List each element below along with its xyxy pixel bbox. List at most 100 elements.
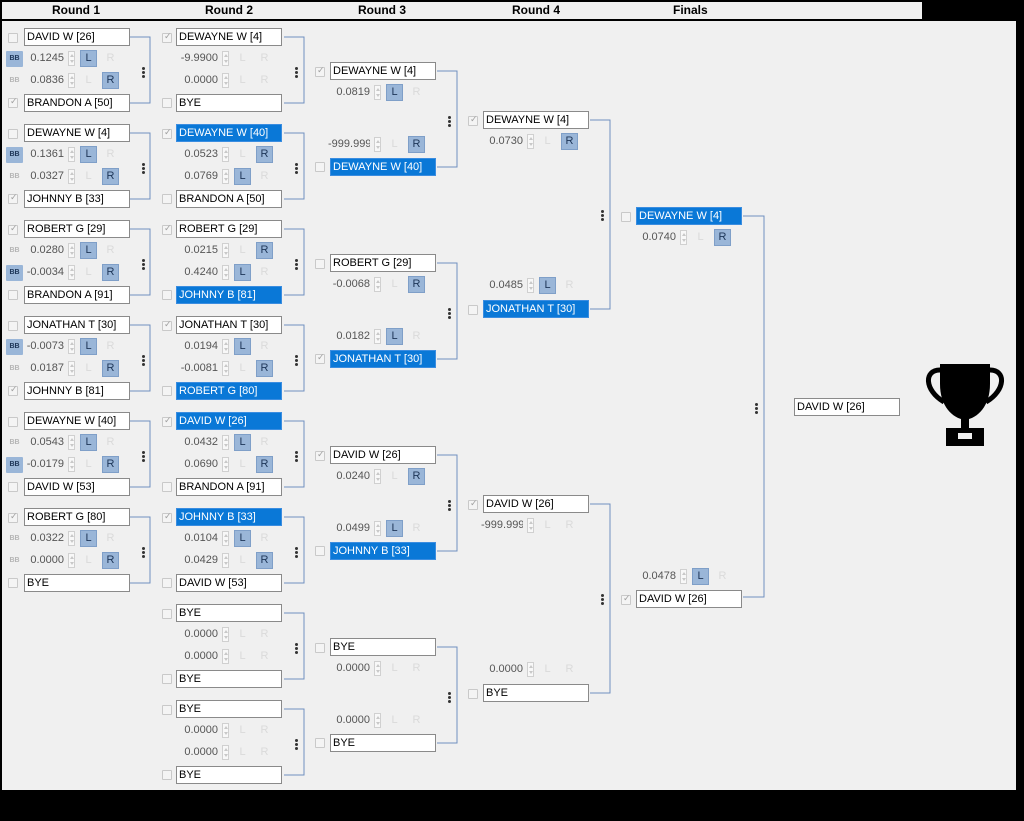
r3-match2-top-checkbox[interactable] [315,259,325,269]
r2-match5-score1-value[interactable]: 0.0432 [184,436,218,448]
r2-match6-score2-spinner[interactable] [222,553,229,568]
r1-match3-score2-left-button[interactable]: L [85,266,92,278]
r3-match3-score1-spinner[interactable] [374,469,381,484]
r1-match6-score1-spinner[interactable] [68,531,75,546]
r4-match2-score2-left-button[interactable]: L [544,663,551,675]
r3-match3-top-checkbox[interactable] [315,449,325,461]
finals-score2-right-button[interactable]: R [718,570,727,582]
r2-match6-score2-left-button[interactable]: L [239,554,246,566]
r2-match1-score1-spinner[interactable] [222,51,229,66]
r4-match2-score1-left-button[interactable]: L [544,519,551,531]
r1-match5-score1-right-button[interactable]: R [106,436,115,448]
r3-match2-score2-value[interactable]: 0.0182 [336,330,370,342]
r1-match2-score2-spinner[interactable] [68,169,75,184]
r1-match6-bottom-team[interactable]: BYE [24,574,130,592]
r1-match6-bottom-checkbox[interactable] [8,578,18,588]
r1-match1-score1-left-button[interactable]: L [80,50,97,67]
more-vertical-icon[interactable] [295,547,299,561]
r1-match2-score2-right-button[interactable]: R [102,168,119,185]
more-vertical-icon[interactable] [295,67,299,81]
r3-match1-score2-left-button[interactable]: L [391,138,398,150]
r4-match1-score1-value[interactable]: 0.0730 [489,135,523,147]
r1-match1-score1-value[interactable]: 0.1245 [30,52,64,64]
r1-match6-score2-spinner[interactable] [68,553,75,568]
r3-match1-score2-value[interactable]: -999.9990 [328,138,370,150]
bb-icon[interactable]: BB [6,147,23,163]
r2-match1-bottom-team[interactable]: BYE [176,94,282,112]
r4-match1-top-checkbox[interactable] [468,114,478,126]
r3-match1-score2-spinner[interactable] [374,137,381,152]
r1-match3-bottom-checkbox[interactable] [8,290,18,300]
r2-match2-bottom-checkbox[interactable] [162,194,172,204]
r4-match1-bottom-team[interactable]: JONATHAN T [30] [483,300,589,318]
r1-match3-score2-value[interactable]: -0.0034 [26,266,64,278]
more-vertical-icon[interactable] [295,643,299,657]
r1-match4-score1-left-button[interactable]: L [80,338,97,355]
r2-match5-score2-value[interactable]: 0.0690 [184,458,218,470]
r1-match3-score1-left-button[interactable]: L [80,242,97,259]
r1-match6-score1-value[interactable]: 0.0322 [30,532,64,544]
r2-match5-score1-spinner[interactable] [222,435,229,450]
r2-match5-score2-left-button[interactable]: L [239,458,246,470]
more-vertical-icon[interactable] [142,67,146,81]
more-vertical-icon[interactable] [448,116,452,130]
r1-match1-score2-spinner[interactable] [68,73,75,88]
r1-match2-top-checkbox[interactable] [8,129,18,139]
r3-match1-top-checkbox[interactable] [315,65,325,77]
r1-match1-bottom-team[interactable]: BRANDON A [50] [24,94,130,112]
r1-match3-score1-right-button[interactable]: R [106,244,115,256]
more-vertical-icon[interactable] [142,355,146,369]
r3-match1-score1-value[interactable]: 0.0819 [336,86,370,98]
r1-match4-bottom-checkbox[interactable] [8,384,18,396]
more-vertical-icon[interactable] [295,451,299,465]
r2-match4-score1-left-button[interactable]: L [234,338,251,355]
r4-match1-score2-left-button[interactable]: L [539,277,556,294]
r2-match2-score2-value[interactable]: 0.0769 [184,170,218,182]
r2-match7-score1-right-button[interactable]: R [260,628,269,640]
r1-match5-score1-left-button[interactable]: L [80,434,97,451]
r2-match7-bottom-checkbox[interactable] [162,674,172,684]
r1-match6-top-team[interactable]: ROBERT G [80] [24,508,130,526]
r2-match4-score2-right-button[interactable]: R [256,360,273,377]
r1-match2-score1-spinner[interactable] [68,147,75,162]
r2-match2-score2-left-button[interactable]: L [234,168,251,185]
r2-match1-score1-left-button[interactable]: L [239,52,246,64]
r2-match7-bottom-team[interactable]: BYE [176,670,282,688]
r2-match3-score2-left-button[interactable]: L [234,264,251,281]
r2-match6-score1-spinner[interactable] [222,531,229,546]
r2-match4-score2-value[interactable]: -0.0081 [180,362,218,374]
bb-icon[interactable]: BB [6,457,23,473]
r2-match3-score2-spinner[interactable] [222,265,229,280]
r3-match3-score2-value[interactable]: 0.0499 [336,522,370,534]
r1-match6-score1-left-button[interactable]: L [80,530,97,547]
more-vertical-icon[interactable] [295,163,299,177]
r1-match4-score1-value[interactable]: -0.0073 [26,340,64,352]
r2-match3-score1-value[interactable]: 0.0215 [184,244,218,256]
r3-match2-score1-right-button[interactable]: R [408,276,425,293]
r1-match2-bottom-team[interactable]: JOHNNY B [33] [24,190,130,208]
r1-match2-score2-left-button[interactable]: L [85,170,92,182]
r3-match1-score2-right-button[interactable]: R [408,136,425,153]
r3-match4-top-checkbox[interactable] [315,643,325,653]
r3-match4-score1-right-button[interactable]: R [412,662,421,674]
more-vertical-icon[interactable] [448,308,452,322]
finals-bottom-checkbox[interactable] [621,593,631,605]
more-vertical-icon[interactable] [142,547,146,561]
r3-match3-score2-spinner[interactable] [374,521,381,536]
r2-match3-score2-right-button[interactable]: R [260,266,269,278]
bb-icon[interactable]: BB [9,247,20,254]
r2-match5-bottom-checkbox[interactable] [162,482,172,492]
bb-icon[interactable]: BB [9,173,20,180]
r3-match3-score1-value[interactable]: 0.0240 [336,470,370,482]
r2-match2-score2-right-button[interactable]: R [260,170,269,182]
r2-match5-score1-left-button[interactable]: L [234,434,251,451]
r2-match8-bottom-team[interactable]: BYE [176,766,282,784]
r4-match1-top-team[interactable]: DEWAYNE W [4] [483,111,589,129]
r2-match6-bottom-checkbox[interactable] [162,578,172,588]
r4-match2-top-checkbox[interactable] [468,498,478,510]
r2-match1-top-checkbox[interactable] [162,31,172,43]
r4-match2-score2-value[interactable]: 0.0000 [489,663,523,675]
r1-match5-score2-spinner[interactable] [68,457,75,472]
r2-match2-top-team[interactable]: DEWAYNE W [40] [176,124,282,142]
r1-match1-bottom-checkbox[interactable] [8,96,18,108]
